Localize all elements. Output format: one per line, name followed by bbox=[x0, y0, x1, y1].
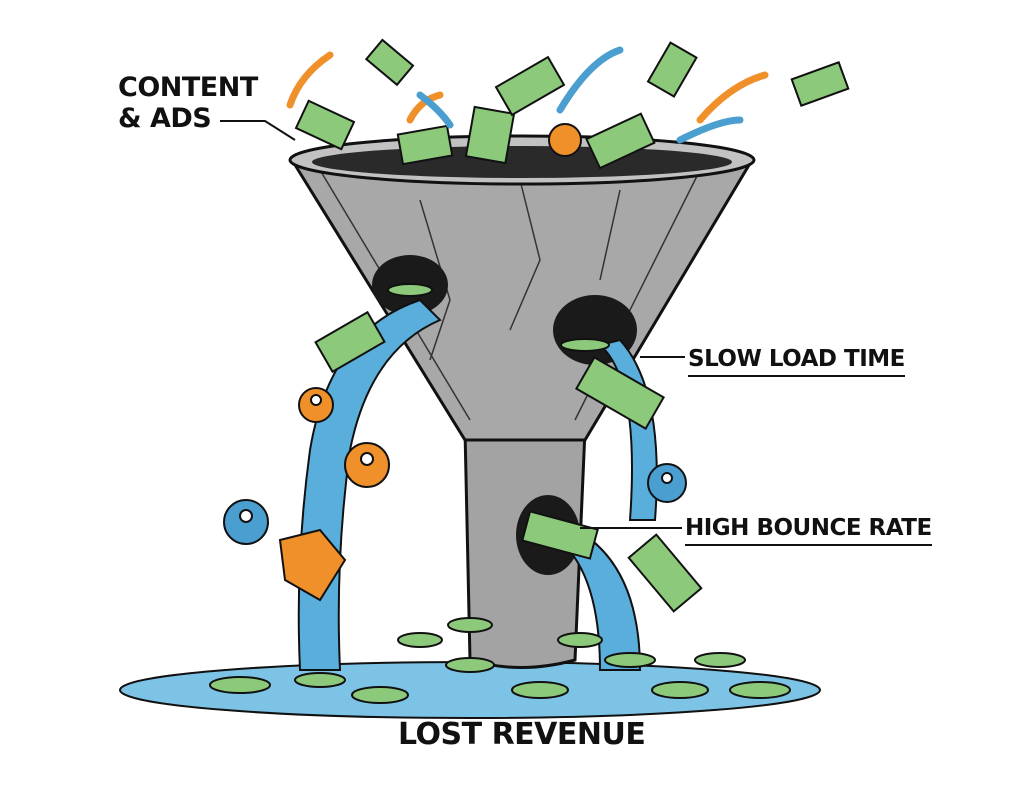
user-icons bbox=[223, 123, 687, 602]
label-ads: & ADS bbox=[118, 103, 212, 134]
leader-lines bbox=[220, 120, 685, 529]
flow-arrows bbox=[286, 46, 769, 144]
label-content-ads: CONTENT & ADS bbox=[118, 72, 258, 134]
funnel-opening bbox=[312, 146, 732, 178]
coin-stacks bbox=[209, 283, 791, 704]
label-high-bounce-rate: HIGH BOUNCE RATE bbox=[685, 515, 932, 546]
money-bills bbox=[294, 38, 850, 613]
label-lost-revenue: LOST REVENUE bbox=[398, 717, 646, 752]
label-content: CONTENT bbox=[118, 72, 258, 103]
label-slow-load-time: SLOW LOAD TIME bbox=[688, 346, 905, 377]
